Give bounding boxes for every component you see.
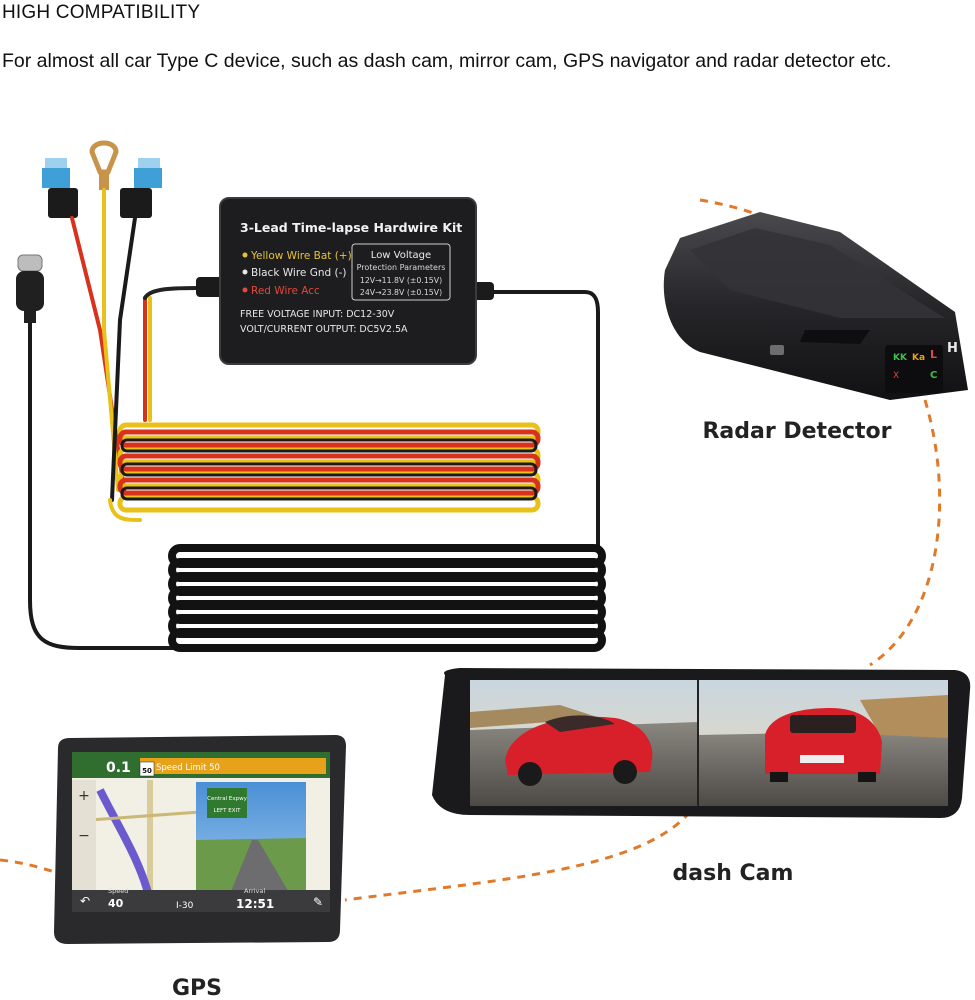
gps-navigator: + − ↶ ✎ 0.1 Speed Limit 50 50 Central Ex… — [54, 735, 346, 944]
black-cable-coil — [168, 544, 606, 652]
gps-distance: 0.1 — [106, 760, 131, 776]
gps-sign-top: Central Expwy — [207, 796, 247, 802]
gps-label: GPS — [172, 976, 222, 1000]
kit-wire-red: Red Wire Acc — [251, 285, 320, 297]
fuse-taps — [42, 140, 162, 218]
radar-to-dashcam-line — [869, 399, 942, 667]
gps-speed-limit-sign: 50 — [142, 767, 152, 775]
kit-title: 3-Lead Time-lapse Hardwire Kit — [240, 220, 462, 235]
gps-sign-bottom: LEFT EXIT — [214, 808, 242, 814]
kit-lv-title: Low Voltage — [371, 250, 431, 261]
heading: HIGH COMPATIBILITY — [2, 2, 201, 23]
usb-c-cable — [28, 290, 600, 650]
zoom-in-icon[interactable]: + — [78, 788, 90, 804]
usb-c-plug-icon — [16, 254, 44, 323]
dash-cam-mirror — [432, 668, 971, 818]
svg-text:H: H — [947, 341, 958, 356]
zoom-out-icon[interactable]: − — [78, 828, 90, 844]
radar-detector-label: Radar Detector — [702, 419, 891, 444]
kit-wire-black: Black Wire Gnd (-) — [251, 267, 346, 279]
kit-output-spec: VOLT/CURRENT OUTPUT: DC5V2.5A — [240, 324, 408, 335]
input-wires — [70, 188, 202, 522]
gps-road: I-30 — [176, 901, 194, 911]
ring-terminal-icon — [89, 140, 119, 175]
settings-wrench-icon[interactable]: ✎ — [313, 895, 323, 909]
kit-lv-subtitle: Protection Parameters — [357, 263, 446, 272]
radar-detector: KK Ka L X C H — [663, 212, 968, 400]
kit-lv-12v: 12V→11.8V (±0.15V) — [360, 276, 442, 285]
kit-lv-24v: 24V→23.8V (±0.15V) — [360, 288, 442, 297]
svg-text:Ka: Ka — [912, 353, 925, 363]
gps-arrival: 12:51 — [236, 897, 274, 911]
hardwire-kit-box: 3-Lead Time-lapse Hardwire Kit Yellow Wi… — [196, 197, 494, 365]
kit-wire-yellow: Yellow Wire Bat (+) — [250, 250, 352, 262]
description: For almost all car Type C device, such a… — [2, 50, 892, 72]
dashcam-to-gps-line — [344, 811, 692, 902]
gps-speed-label: Speed — [108, 887, 128, 895]
svg-text:X: X — [893, 371, 899, 381]
kit-input-spec: FREE VOLTAGE INPUT: DC12-30V — [240, 309, 395, 320]
gps-speed-limit-banner: Speed Limit 50 — [156, 763, 220, 773]
svg-text:C: C — [930, 370, 937, 381]
svg-text:KK: KK — [893, 353, 908, 363]
red-car-right — [765, 708, 882, 782]
gps-left-line — [0, 858, 56, 874]
red-car-left — [505, 715, 653, 786]
svg-text:L: L — [930, 348, 937, 361]
back-icon[interactable]: ↶ — [80, 894, 90, 908]
gps-speed: 40 — [108, 897, 124, 910]
tri-color-wire-coil — [117, 422, 541, 513]
gps-arrival-label: Arrival — [244, 887, 265, 895]
dash-cam-label: dash Cam — [673, 861, 794, 886]
